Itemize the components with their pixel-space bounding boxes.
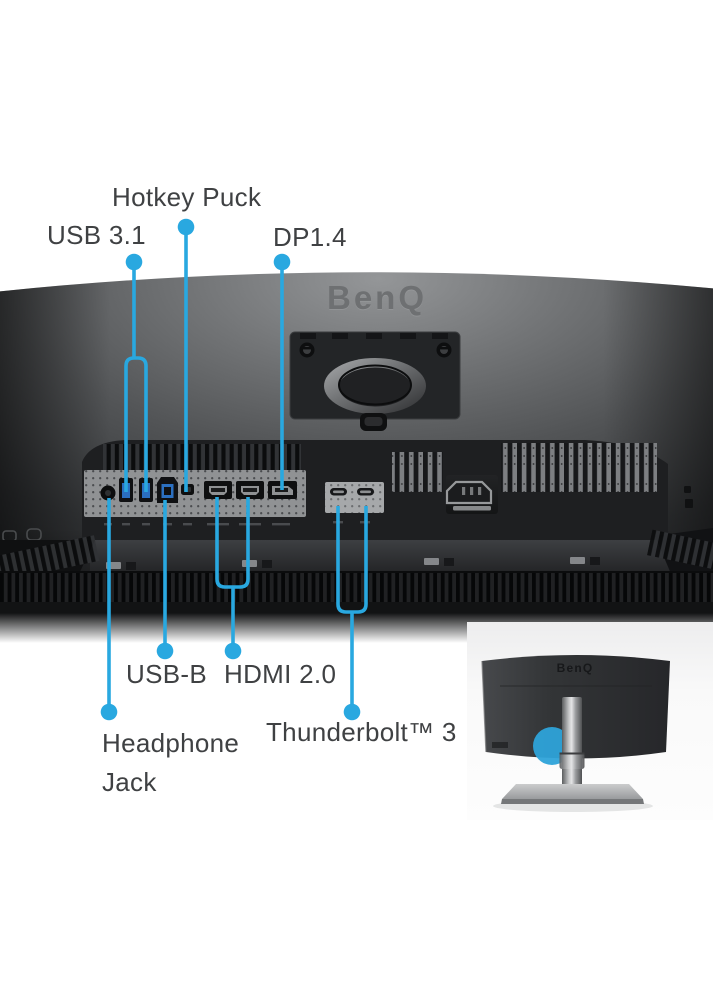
svg-text:BenQ: BenQ <box>327 279 427 316</box>
thunderbolt-3-port-1 <box>330 488 347 496</box>
vesa-screw-right <box>436 342 452 358</box>
label-hotkey-puck: Hotkey Puck <box>112 182 262 212</box>
hdmi-2-0-port-2 <box>236 481 264 499</box>
callout-bracket-hdmi <box>215 497 250 589</box>
label-usb-b: USB-B <box>126 659 207 689</box>
vent-slats-left <box>103 444 301 471</box>
headphone-jack-port <box>100 485 116 501</box>
svg-text:BenQ: BenQ <box>327 280 427 317</box>
callout-dot-hdmi <box>224 642 242 660</box>
inset-stand-base-top <box>502 784 643 799</box>
inset-stand-hinge <box>559 753 585 769</box>
monitor-rear-image: BenQ BenQ <box>0 272 713 643</box>
thunderbolt-3-port-2 <box>357 488 374 496</box>
inset-stand <box>501 697 644 804</box>
callout-bracket-usb31 <box>124 356 148 492</box>
callout-dot-headphone <box>100 703 118 721</box>
callout-dot-thunderbolt <box>343 703 361 721</box>
vesa-screw-left <box>299 342 315 358</box>
bottom-vent-strip <box>0 571 713 614</box>
callout-dot-usb-b <box>156 642 174 660</box>
thunderbolt-panel <box>325 482 384 513</box>
inset-brand-logo: BenQ <box>557 661 594 675</box>
ledge-clips <box>106 557 600 570</box>
callout-bracket-thunderbolt <box>336 506 368 614</box>
brand-logo-main: BenQ BenQ <box>327 279 427 317</box>
label-headphone-line1: Headphone <box>102 728 240 758</box>
label-headphone-jack: Headphone Jack <box>102 724 239 802</box>
inset-stand-column <box>562 697 582 800</box>
vent-slats-right <box>501 443 657 492</box>
vesa-circular-recess <box>324 358 426 414</box>
callout-dot-usb31 <box>125 253 143 271</box>
callout-dot-dp <box>273 253 291 271</box>
vent-slats-mid <box>392 452 443 492</box>
label-hdmi-2-0: HDMI 2.0 <box>224 659 337 689</box>
label-headphone-line2: Jack <box>102 767 157 797</box>
vesa-mount-plate <box>289 331 461 431</box>
hdmi-2-0-port-1 <box>204 481 232 499</box>
label-usb-3-1: USB 3.1 <box>47 220 146 250</box>
ac-power-inlet <box>445 475 498 514</box>
connector-bay <box>82 440 668 545</box>
usb-b-port <box>157 477 178 503</box>
label-thunderbolt-3: Thunderbolt™ 3 <box>266 717 457 747</box>
label-dp-1-4: DP1.4 <box>273 222 347 252</box>
kensington-lock-slot <box>684 486 693 508</box>
cable-hook <box>360 413 387 431</box>
callout-dot-hotkey-puck <box>177 218 195 236</box>
inset-stand-base-edge <box>501 799 644 804</box>
inset-monitor-photo: BenQ <box>467 622 713 820</box>
